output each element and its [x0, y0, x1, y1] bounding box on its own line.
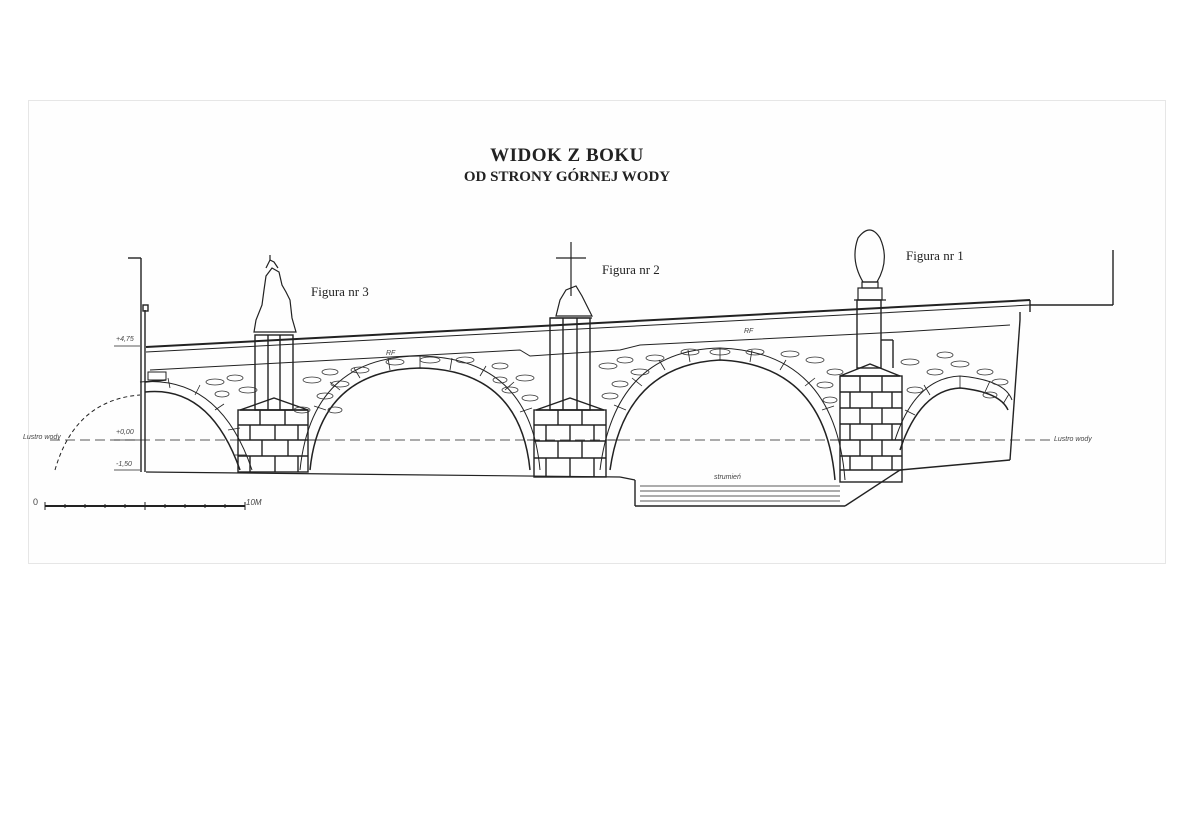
level-mid-label: +0,00	[116, 429, 134, 436]
level-top-label: +4,75	[116, 336, 134, 343]
pier-1	[237, 334, 309, 473]
drawing-subtitle: OD STRONY GÓRNEJ WODY	[463, 169, 671, 185]
left-dashed-arch	[54, 394, 141, 471]
figure-2-label: Figura nr 2	[602, 262, 660, 277]
statue-figure-3	[253, 255, 297, 333]
stream-label: strumień	[714, 474, 741, 481]
pier-3	[839, 299, 903, 483]
water-level-right-label: Lustro wody	[1054, 436, 1092, 443]
drawing-sheet	[28, 100, 1166, 564]
statue-figure-1	[854, 229, 886, 301]
scale-start-label: 0	[33, 497, 39, 507]
spandrel-stones	[205, 348, 1009, 414]
cornice-line	[149, 324, 1011, 371]
arch-2	[309, 367, 531, 471]
voussoir-marks	[167, 348, 1010, 456]
arch-3	[609, 359, 836, 481]
scale-end-label: 10M	[246, 498, 262, 507]
water-level-left-label: Lustro wody	[23, 434, 61, 441]
level-markers	[114, 345, 140, 471]
drawing-title: WIDOK Z BOKU	[490, 145, 644, 166]
figure-3-label: Figura nr 3	[311, 284, 369, 299]
scale-bar	[44, 502, 246, 510]
pier-2	[533, 317, 607, 478]
level-bottom-label: -1,50	[116, 461, 132, 468]
arch-1	[144, 390, 241, 471]
arch-4	[899, 387, 1009, 451]
water-hatching	[640, 485, 840, 502]
rf-marker-1: RF	[386, 350, 396, 357]
figure-1-label: Figura nr 1	[906, 248, 964, 263]
rf-marker-2: RF	[744, 328, 754, 335]
statue-figure-2	[550, 242, 593, 319]
